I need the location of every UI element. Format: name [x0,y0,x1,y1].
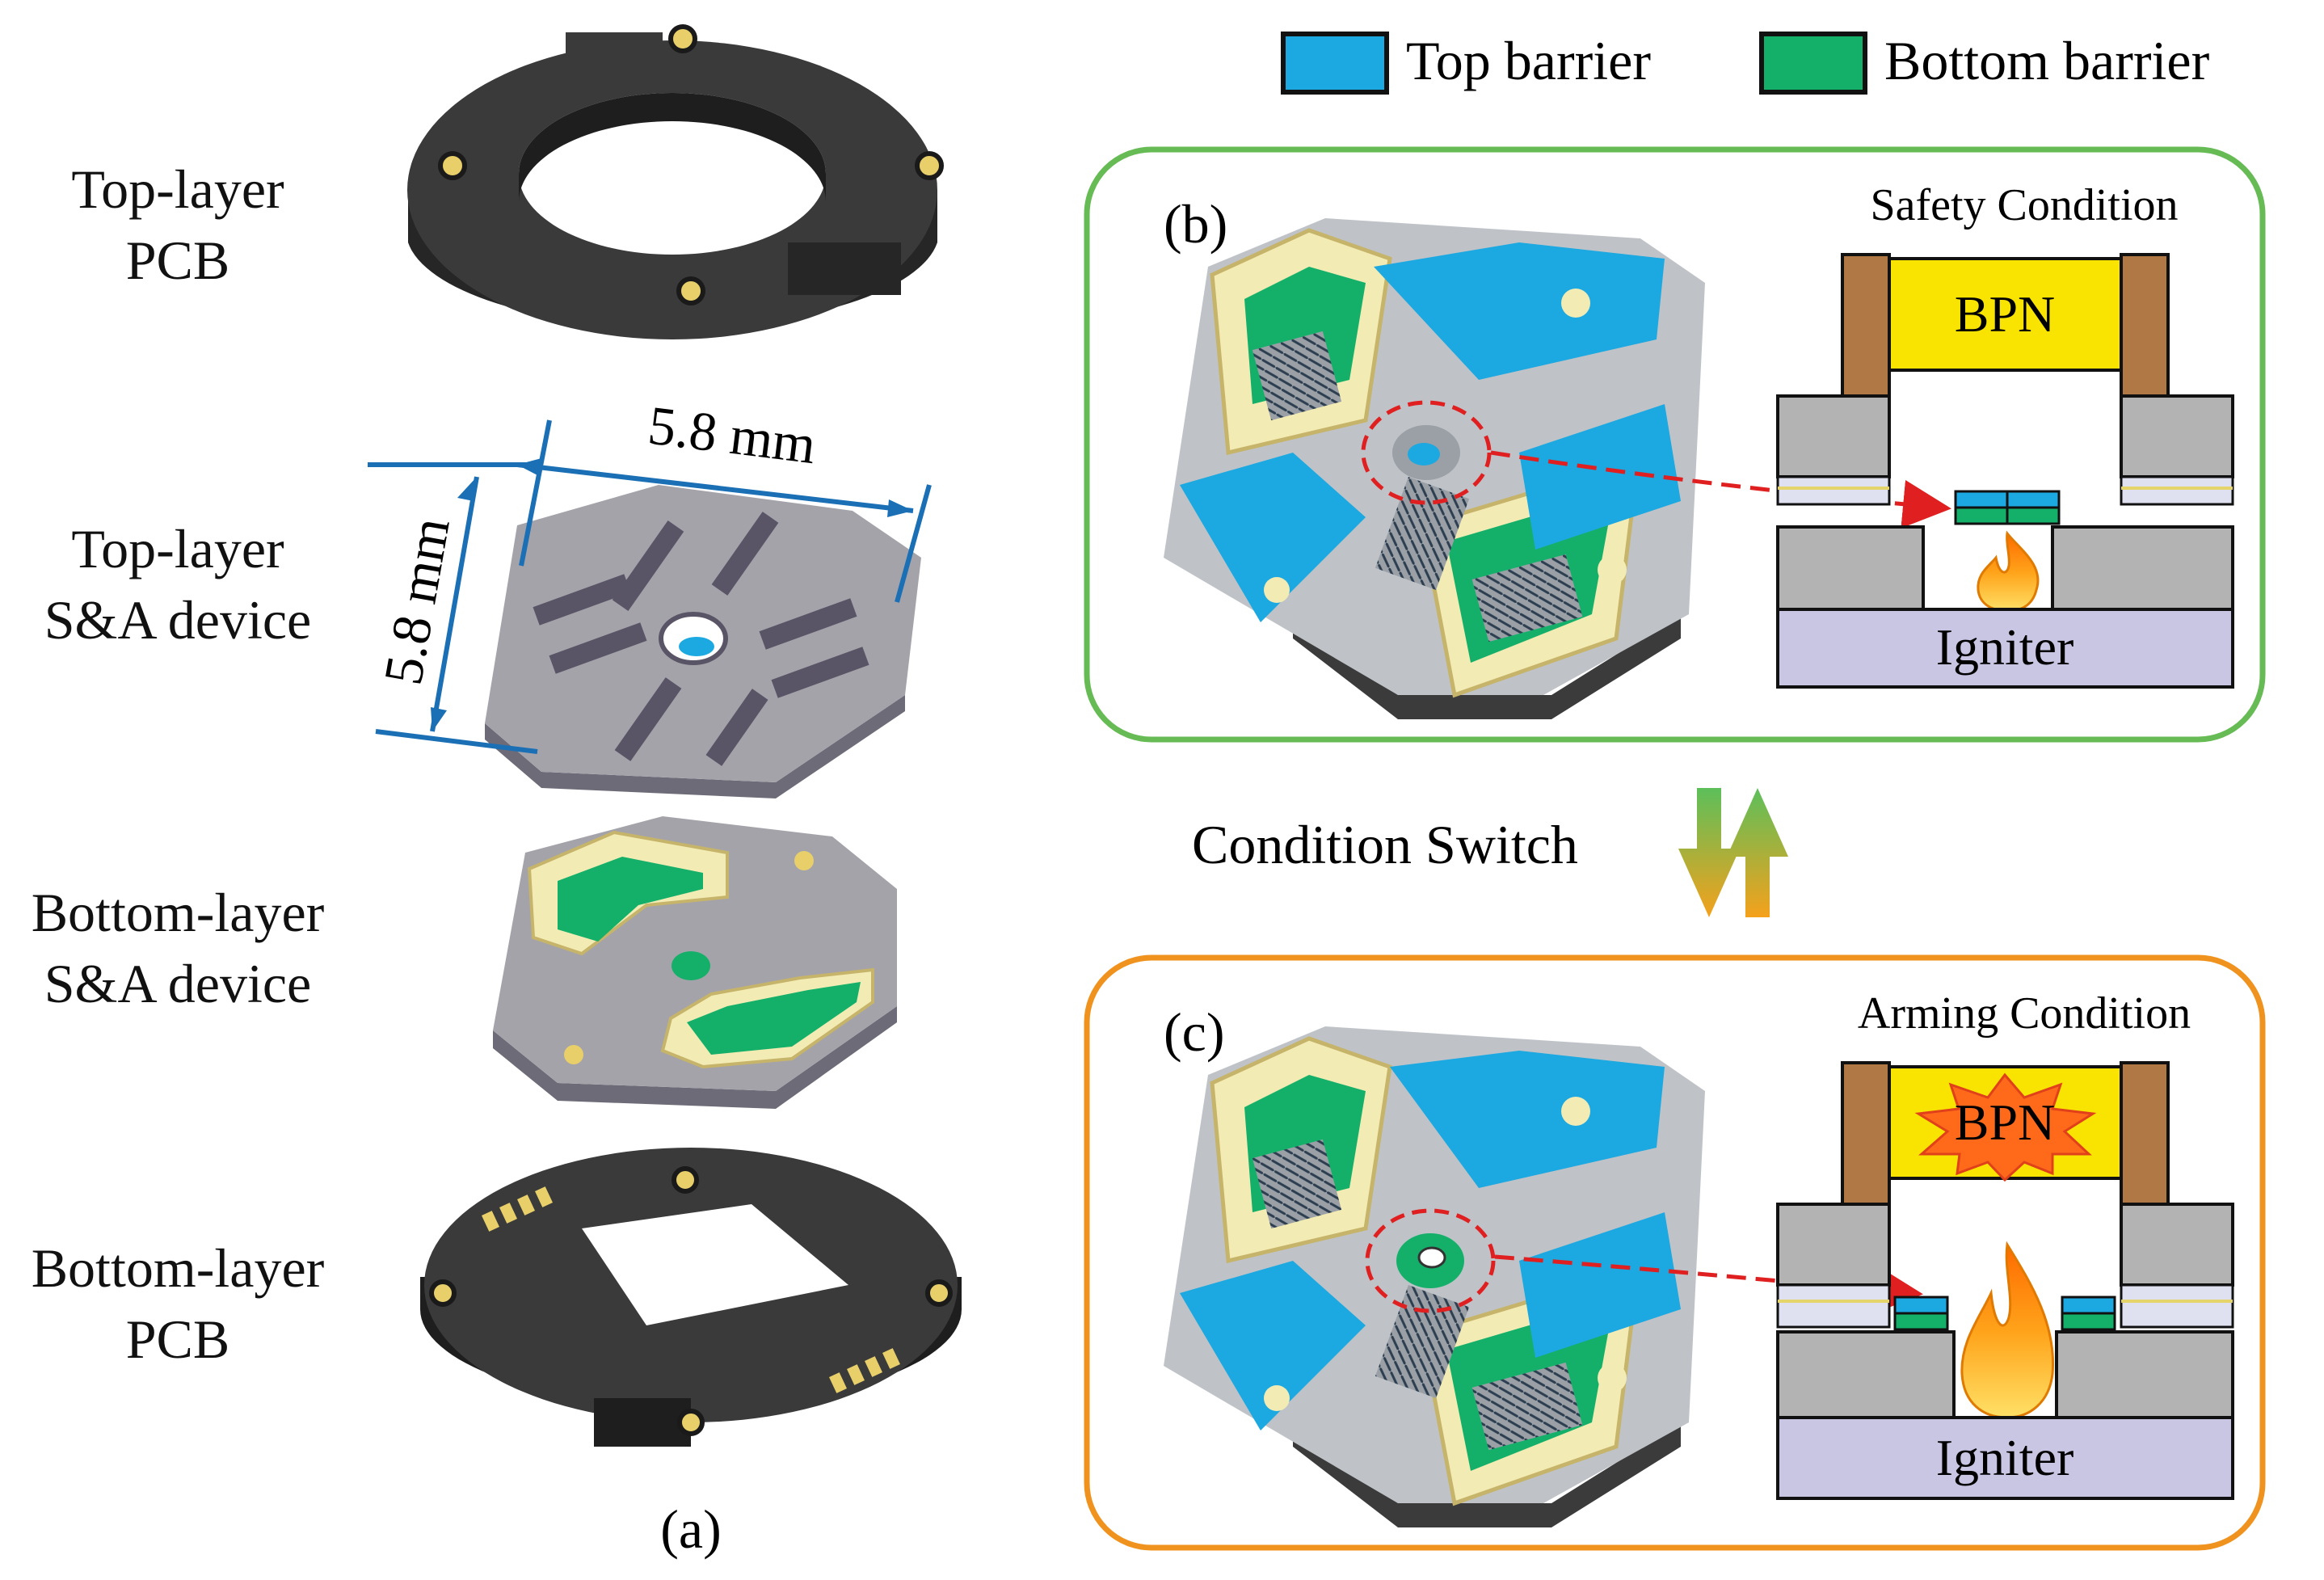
panel-c-flame-icon [1960,1241,2055,1419]
pcb-pad [676,276,705,305]
condition-switch-label: Condition Switch [1192,814,1578,875]
caption-a: (a) [660,1498,721,1560]
panel-c-top-barrier-left [1893,1296,1949,1315]
panel-b-flame-icon [1977,530,2040,613]
panel-c-frame [1084,954,2266,1551]
legend-label-top-barrier: Top barrier [1406,30,1651,91]
label-top-layer-sa-device: Top-layer S&A device [0,513,356,655]
label-line: S&A device [44,953,312,1014]
panel-b-frame [1084,146,2266,743]
panel-c-title: Arming Condition [1858,988,2191,1039]
panel-b-title: Safety Condition [1870,180,2178,230]
bottom-layer-sa-device-illustration [493,816,897,1109]
panel-c-top-barrier-right [2061,1296,2116,1315]
pcb-pad [438,151,467,180]
panel-c: (c) Arming Condition [1084,954,2266,1551]
label-line: PCB [125,230,230,291]
pcb-pad [429,1279,457,1307]
top-layer-sa-device-illustration [485,485,921,798]
label-line: PCB [125,1308,230,1370]
panel-c-bottom-barrier-left [1893,1312,1949,1331]
label-line: Top-layer [71,518,284,579]
panel-c-chip [1164,1026,1705,1527]
dimension-annotations [368,419,932,754]
pcb-pad [672,1166,699,1194]
dimension-height-label: 5.8 mm [372,513,461,689]
panel-b-chip [1164,218,1705,719]
panel-c-bpn-label: BPN [1955,1093,2056,1151]
legend-label-bottom-barrier: Bottom barrier [1884,30,2210,91]
switch-down-arrow-icon [1678,788,1740,917]
pcb-pad [925,1279,953,1307]
panel-c-igniter-block [1776,1416,2234,1500]
legend-swatch-bottom-barrier [1759,32,1867,95]
label-top-layer-pcb: Top-layer PCB [0,154,356,296]
pcb-pad [915,151,944,180]
top-layer-pcb-illustration [407,24,944,339]
panel-b-igniter-label: Igniter [1936,618,2074,676]
pcb-pad [677,1409,705,1436]
dimension-width-label: 5.8 mm [645,394,819,475]
panel-c-bottom-barrier-right [2061,1312,2116,1331]
panel-b-igniter-block [1776,608,2234,689]
label-bottom-layer-pcb: Bottom-layer PCB [0,1232,356,1375]
legend: Top barrier Bottom barrier [1281,30,2210,95]
pcb-pad [668,24,697,53]
panel-c-tag: (c) [1164,1001,1224,1063]
panel-c-schematic: BPN Igniter [1776,1061,2234,1500]
legend-swatch-top-barrier [1281,32,1389,95]
label-line: Bottom-layer [31,1237,325,1299]
panel-b: (b) Safety Condition [1084,146,2266,743]
label-line: S&A device [44,589,312,651]
label-line: Top-layer [71,158,284,220]
panel-c-igniter-label: Igniter [1936,1429,2074,1486]
panel-b-tag: (b) [1164,193,1227,255]
switch-up-arrow-icon [1727,788,1788,917]
bottom-layer-pcb-illustration [420,1148,962,1447]
label-bottom-layer-sa-device: Bottom-layer S&A device [0,877,356,1019]
panel-b-bpn-label: BPN [1955,285,2056,343]
condition-switch: Condition Switch [1192,788,1788,917]
panel-b-schematic: BPN Igniter [1776,253,2234,689]
label-line: Bottom-layer [31,882,325,943]
panel-c-explosion-icon [1914,1072,2097,1182]
panel-b-bpn-block [1888,257,2123,372]
